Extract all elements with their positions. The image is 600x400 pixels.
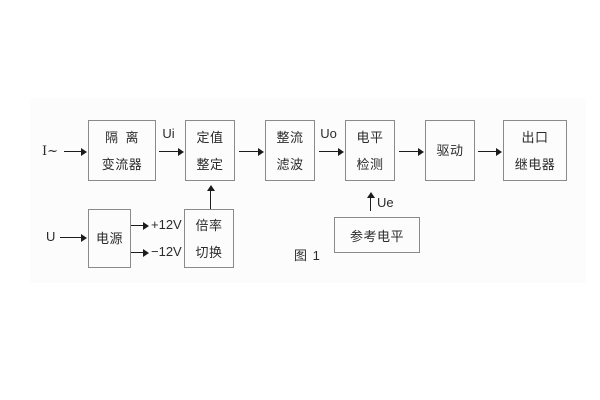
label-signal-uo: Uo bbox=[320, 126, 337, 141]
block-isolation-transformer: 隔 离 变流器 bbox=[88, 120, 156, 181]
block-output-relay-line1: 出口 bbox=[521, 129, 549, 145]
label-minus-12v: −12V bbox=[151, 244, 182, 259]
block-ratio-switch-line2: 切换 bbox=[195, 244, 223, 260]
block-isolation-transformer-line2: 变流器 bbox=[101, 156, 143, 172]
block-setpoint-adjust-line2: 整定 bbox=[196, 156, 224, 172]
figure-caption: 图 1 bbox=[294, 248, 321, 263]
block-power-supply-label: 电源 bbox=[95, 231, 123, 246]
block-drive: 驱动 bbox=[425, 120, 475, 181]
block-reference-level: 参考电平 bbox=[334, 217, 420, 253]
block-ratio-switch: 倍率 切换 bbox=[184, 209, 234, 268]
block-level-detect: 电平 检测 bbox=[345, 120, 395, 181]
label-input-voltage: U bbox=[46, 229, 56, 244]
label-input-current: I~ bbox=[42, 144, 59, 159]
block-reference-level-label: 参考电平 bbox=[349, 228, 404, 244]
block-ratio-switch-line1: 倍率 bbox=[195, 217, 223, 233]
block-output-relay-line2: 继电器 bbox=[514, 156, 556, 172]
block-setpoint-adjust-line1: 定值 bbox=[196, 129, 224, 145]
diagram-panel bbox=[30, 98, 586, 283]
arrow-power-plus12v bbox=[131, 221, 149, 230]
arrow-drive-to-output bbox=[478, 147, 502, 156]
block-drive-label: 驱动 bbox=[436, 143, 464, 158]
arrow-isolation-to-setpoint bbox=[159, 147, 184, 156]
arrow-u-to-power bbox=[60, 233, 87, 242]
arrow-reference-to-level bbox=[366, 192, 375, 211]
arrow-setpoint-to-rectifier bbox=[239, 147, 264, 156]
block-rectify-filter: 整流 滤波 bbox=[265, 120, 315, 181]
block-power-supply: 电源 bbox=[88, 209, 131, 268]
label-signal-ue: Ue bbox=[377, 195, 394, 210]
arrow-input-to-isolation bbox=[64, 147, 87, 156]
arrow-ratio-to-setpoint bbox=[206, 185, 215, 209]
arrow-rectifier-to-level bbox=[319, 147, 344, 156]
block-rectify-filter-line1: 整流 bbox=[276, 129, 304, 145]
arrow-level-to-drive bbox=[399, 147, 424, 156]
label-signal-ui: Ui bbox=[162, 126, 175, 141]
block-setpoint-adjust: 定值 整定 bbox=[185, 120, 235, 181]
block-level-detect-line1: 电平 bbox=[356, 129, 384, 145]
block-rectify-filter-line2: 滤波 bbox=[276, 156, 304, 172]
label-plus-12v: +12V bbox=[151, 217, 182, 232]
arrow-power-minus12v bbox=[131, 248, 149, 257]
block-isolation-transformer-line1: 隔 离 bbox=[104, 129, 139, 145]
block-output-relay: 出口 继电器 bbox=[503, 120, 567, 181]
block-level-detect-line2: 检测 bbox=[356, 156, 384, 172]
